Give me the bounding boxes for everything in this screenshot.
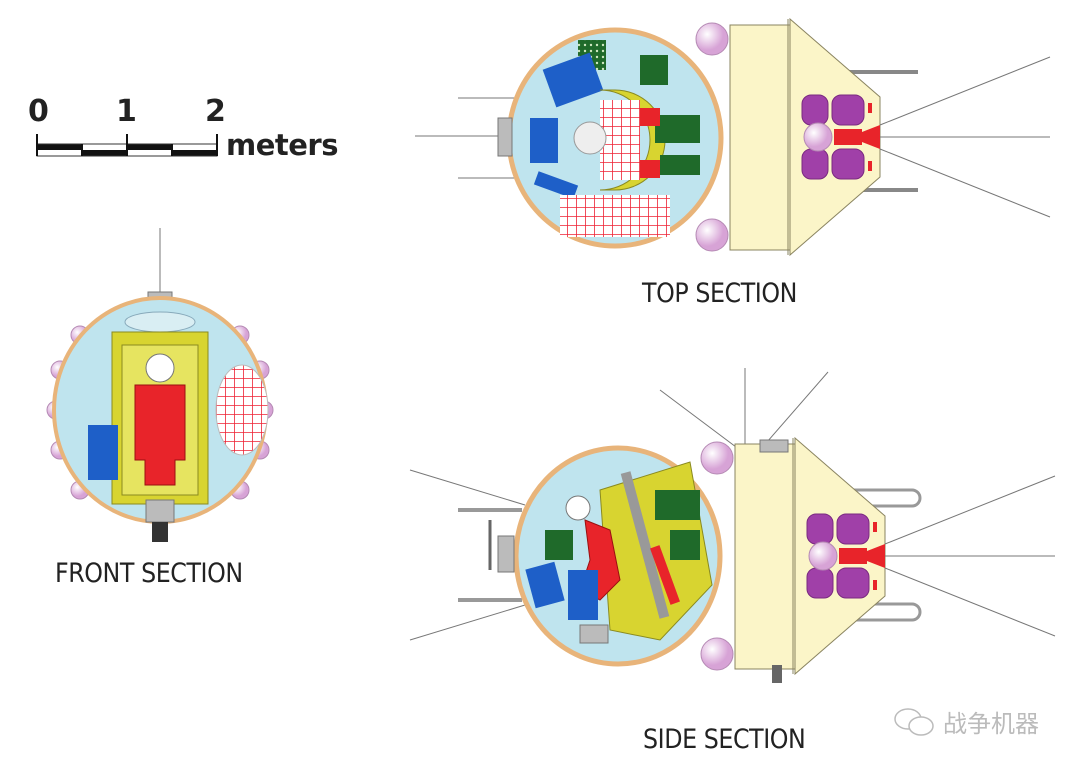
scale-tick-1: 1 [116, 94, 137, 129]
front-section-caption: FRONT SECTION [55, 558, 243, 589]
watermark-text: 战争机器 [943, 710, 1039, 738]
scale-tick-2: 2 [205, 94, 226, 129]
front-section-drawing [46, 228, 274, 542]
scale-tick-0: 0 [28, 94, 49, 129]
top-section-caption: TOP SECTION [642, 278, 797, 309]
side-section-drawing [409, 368, 1056, 683]
side-section-caption: SIDE SECTION [643, 724, 806, 755]
watermark: 战争机器 [893, 704, 1039, 739]
scale-unit-label: meters [226, 128, 338, 162]
top-section-drawing [415, 18, 1051, 256]
scale-bar [36, 134, 218, 157]
wechat-icon [894, 707, 934, 736]
